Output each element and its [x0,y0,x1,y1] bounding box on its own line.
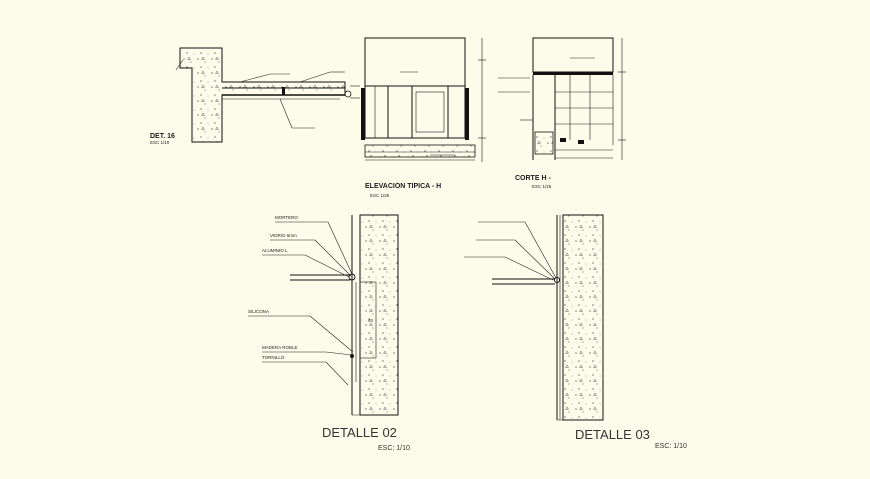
corte-scale: ESC 1/25 [532,184,552,189]
detalle-02-note-2: VIDRIO 6mm [270,233,297,238]
detalle-02-drawing: MORTERO VIDRIO 6mm ALUMINIO L SILICONA M… [248,214,410,452]
detalle-02-note-1: MORTERO [275,215,298,220]
detalle-03-drawing: DETALLE 03 ESC: 1/10 [464,214,687,450]
detalle-02-title: DETALLE 02 [322,425,397,440]
detalle-03-title: DETALLE 03 [575,427,650,442]
det-16-title: DET. 16 [150,133,175,140]
detalle-03-scale: ESC: 1/10 [655,443,687,450]
detalle-02-note-5: MADERA ROBLE [262,345,298,350]
det-16-drawing: DET. 16 ESC 1/10 [150,47,360,145]
corte-h-drawing: CORTE H - ESC 1/25 [498,37,626,189]
elevacion-scale: ESC 1/25 [370,193,390,198]
corte-title: CORTE H - [515,175,551,182]
detalle-02-scale: ESC: 1/10 [378,445,410,452]
elevacion-title: ELEVACION TIPICA - H [365,183,441,190]
detalle-02-dimension: 40 [368,318,374,323]
det-16-scale: ESC 1/10 [150,140,170,145]
detalle-02-note-4: SILICONA [248,309,269,314]
detalle-02-note-3: ALUMINIO L [262,248,288,253]
detalle-02-note-6: TORNILLO [262,355,285,360]
elevacion-tipica-drawing: ELEVACION TIPICA - H ESC 1/25 [361,37,486,198]
